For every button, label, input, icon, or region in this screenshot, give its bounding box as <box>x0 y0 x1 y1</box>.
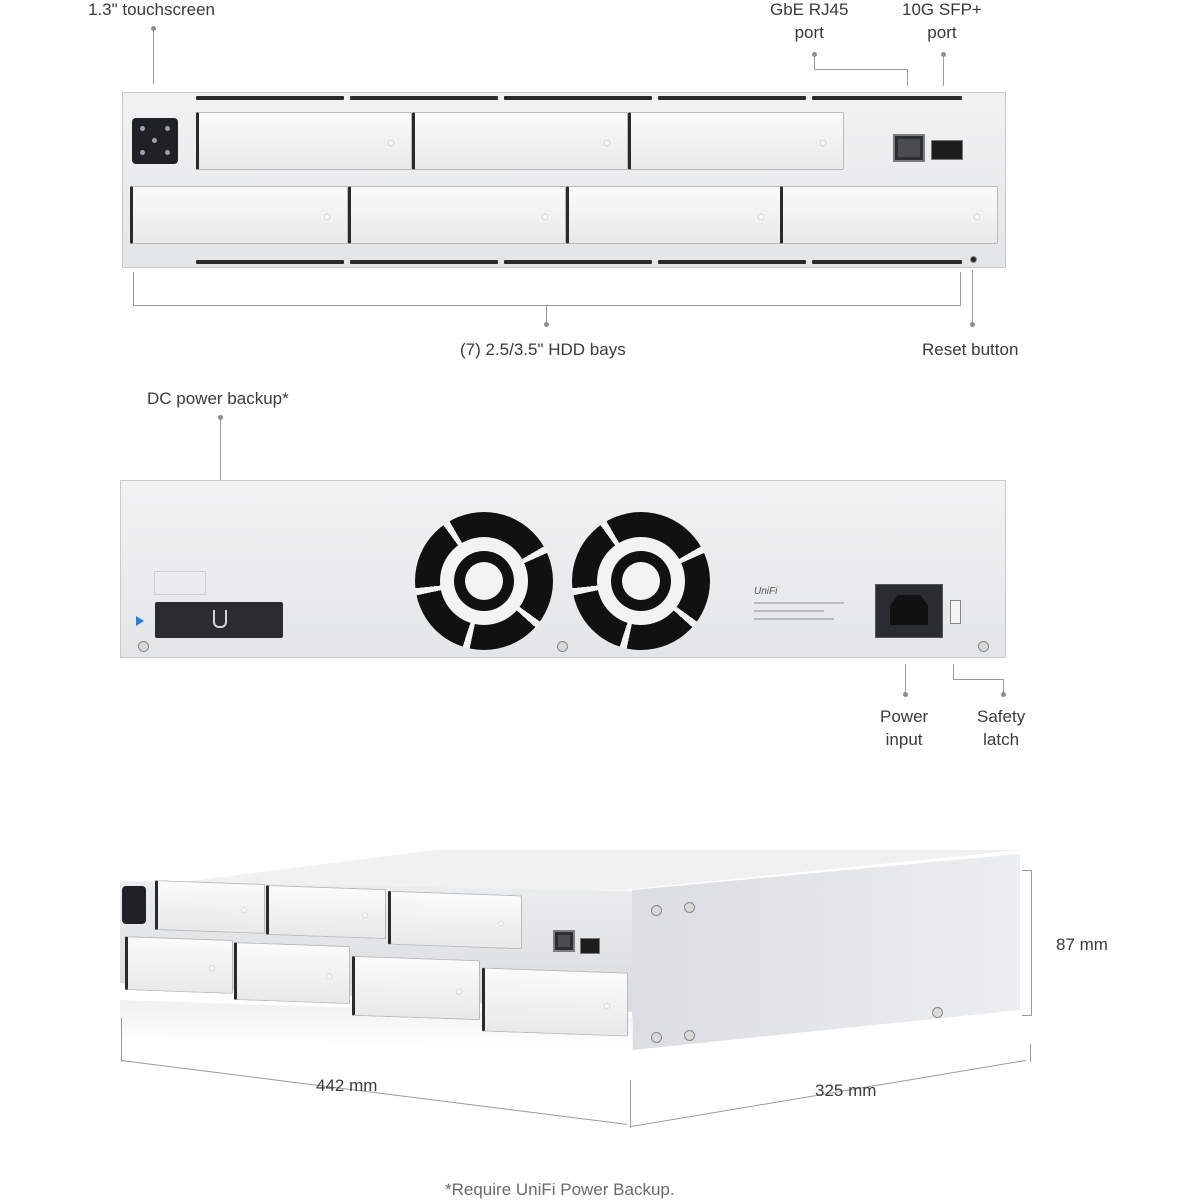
sfp-port[interactable] <box>931 140 963 160</box>
perspective-bay-7 <box>482 967 628 1037</box>
power-input-label: Power input <box>880 707 929 749</box>
reset-button[interactable] <box>970 256 977 263</box>
perspective-bay-6 <box>352 955 480 1021</box>
hdd-bay-1[interactable] <box>196 112 412 170</box>
hdd-bays-label: (7) 2.5/3.5" HDD bays <box>460 340 626 359</box>
perspective-bay-3 <box>388 890 522 950</box>
width-dimension: 442 mm <box>316 1076 378 1095</box>
touchscreen-label: 1.3" touchscreen <box>88 0 216 19</box>
touchscreen[interactable] <box>132 118 178 164</box>
safety-latch[interactable] <box>950 600 961 624</box>
hdd-bay-3[interactable] <box>628 112 844 170</box>
perspective-bay-5 <box>234 941 350 1005</box>
perspective-bay-4 <box>125 936 233 994</box>
fan-left <box>415 512 553 650</box>
footnote: *Require UniFi Power Backup. <box>445 1180 675 1199</box>
dc-power-backup-label: DC power backup* <box>147 389 289 408</box>
perspective-sfp-port <box>580 938 600 954</box>
depth-dimension: 325 mm <box>815 1081 877 1100</box>
perspective-bay-2 <box>266 884 386 940</box>
hdd-bay-6[interactable] <box>566 186 782 244</box>
perspective-bay-1 <box>155 880 265 934</box>
hdd-bay-4[interactable] <box>130 186 348 244</box>
hdd-bay-5[interactable] <box>348 186 566 244</box>
hdd-bay-7[interactable] <box>780 186 998 244</box>
rj45-port[interactable] <box>893 134 925 162</box>
power-input[interactable] <box>875 584 943 638</box>
perspective-rj45-port <box>553 930 575 952</box>
fan-right <box>572 512 710 650</box>
safety-latch-label: Safety latch <box>977 707 1026 749</box>
sfp-port-label: 10G SFP+ port <box>902 0 982 42</box>
reset-button-label: Reset button <box>922 340 1019 359</box>
hdd-bay-2[interactable] <box>412 112 628 170</box>
perspective-touchscreen <box>122 886 146 924</box>
rj45-port-label: GbE RJ45 port <box>770 0 849 42</box>
height-dimension: 87 mm <box>1056 935 1108 954</box>
dc-power-port[interactable] <box>155 602 283 638</box>
unifi-logo-label: UniFi <box>754 586 854 630</box>
